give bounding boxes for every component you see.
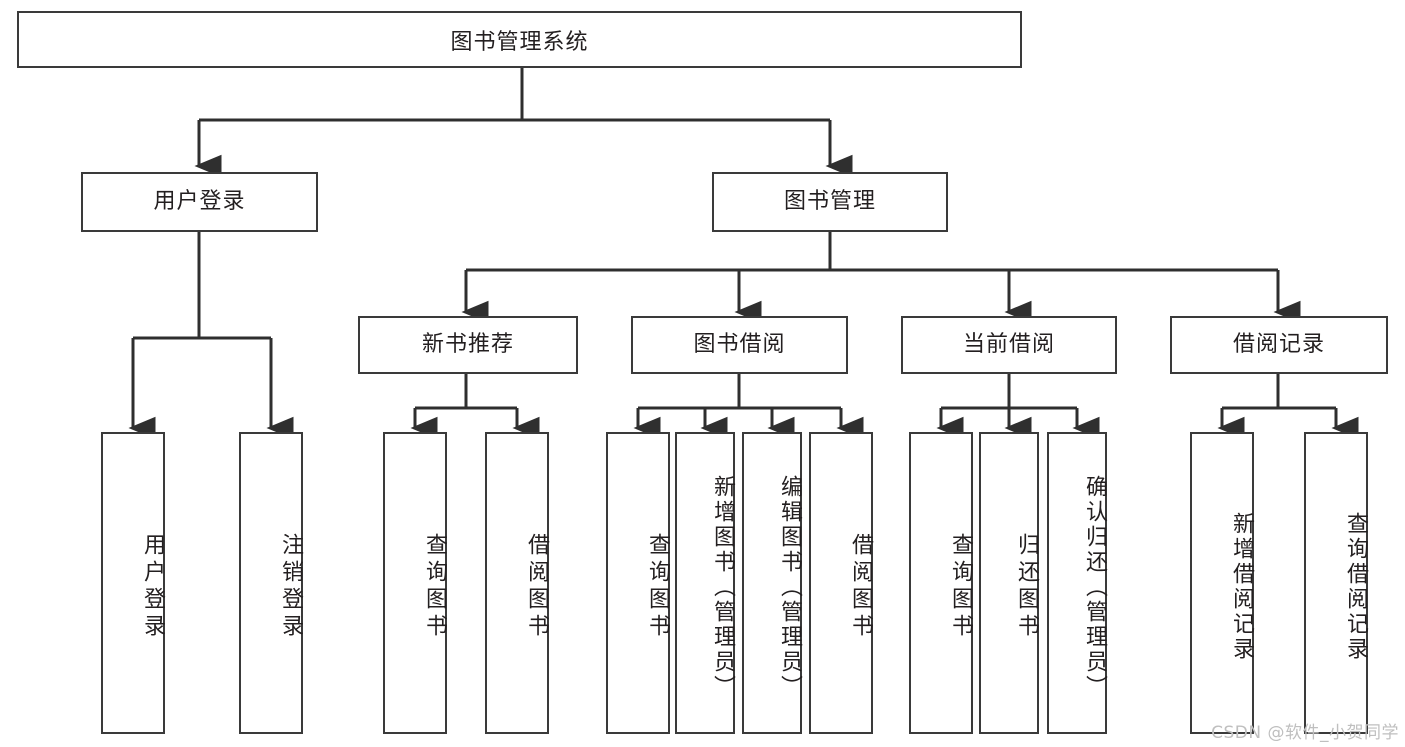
watermark-credit: CSDN @软件_小贺同学 <box>1211 723 1399 743</box>
node-book-management[interactable]: 图书管理 <box>712 172 948 232</box>
leaf-current-return-book[interactable]: 归还图书 <box>979 432 1039 734</box>
leaf-logout-login[interactable]: 注销登录 <box>239 432 303 734</box>
leaf-current-query-book[interactable]: 查询图书 <box>909 432 973 734</box>
node-borrow-record[interactable]: 借阅记录 <box>1170 316 1388 374</box>
node-root-system[interactable]: 图书管理系统 <box>17 11 1022 68</box>
node-new-book-recommend[interactable]: 新书推荐 <box>358 316 578 374</box>
node-user-login[interactable]: 用户登录 <box>81 172 318 232</box>
leaf-borrow-edit-book-admin[interactable]: 编辑图书（管理员） <box>742 432 802 734</box>
leaf-recommend-borrow-book[interactable]: 借阅图书 <box>485 432 549 734</box>
leaf-user-login[interactable]: 用户登录 <box>101 432 165 734</box>
leaf-borrow-add-book-admin[interactable]: 新增图书（管理员） <box>675 432 735 734</box>
leaf-recommend-query-book[interactable]: 查询图书 <box>383 432 447 734</box>
leaf-record-query-borrow-record[interactable]: 查询借阅记录 <box>1304 432 1368 734</box>
leaf-borrow-query-book[interactable]: 查询图书 <box>606 432 670 734</box>
leaf-borrow-borrow-book[interactable]: 借阅图书 <box>809 432 873 734</box>
leaf-record-add-borrow-record[interactable]: 新增借阅记录 <box>1190 432 1254 734</box>
leaf-current-confirm-return-admin[interactable]: 确认归还（管理员） <box>1047 432 1107 734</box>
node-book-borrow[interactable]: 图书借阅 <box>631 316 848 374</box>
node-current-borrow[interactable]: 当前借阅 <box>901 316 1117 374</box>
